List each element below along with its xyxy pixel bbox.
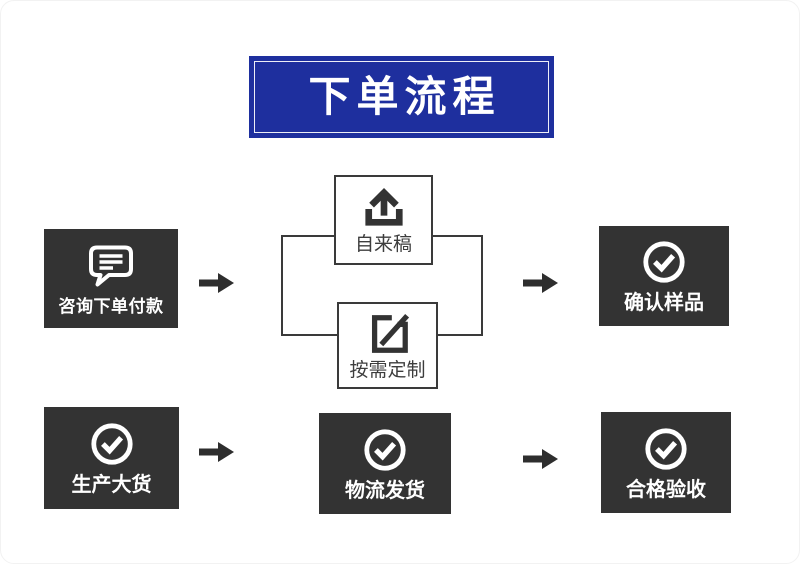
arrow-right-icon bbox=[523, 273, 558, 293]
step-label: 确认样品 bbox=[624, 292, 704, 314]
arrow-right-icon bbox=[199, 273, 234, 293]
step-shipping: 物流发货 bbox=[319, 413, 451, 514]
option-own-draft: 自来稿 bbox=[334, 175, 433, 265]
arrow-right-icon bbox=[523, 449, 558, 469]
step-label: 咨询下单付款 bbox=[58, 296, 164, 316]
option-custom-made: 按需定制 bbox=[337, 302, 438, 389]
option-label: 自来稿 bbox=[354, 233, 412, 255]
step-acceptance: 合格验收 bbox=[601, 412, 731, 513]
step-production: 生产大货 bbox=[44, 407, 179, 509]
step-label: 物流发货 bbox=[345, 479, 425, 502]
step-confirm-sample: 确认样品 bbox=[599, 226, 729, 326]
check-circle-icon bbox=[89, 421, 135, 467]
check-circle-icon bbox=[641, 239, 687, 285]
title-banner: 下单流程 bbox=[249, 56, 554, 138]
edit-icon bbox=[364, 311, 412, 355]
upload-icon bbox=[361, 187, 407, 229]
step-label: 生产大货 bbox=[71, 474, 152, 496]
check-circle-icon bbox=[362, 427, 408, 473]
step-consult-order-payment: 咨询下单付款 bbox=[44, 229, 178, 328]
arrow-right-icon bbox=[199, 442, 234, 462]
option-label: 按需定制 bbox=[349, 360, 426, 381]
chat-icon bbox=[85, 243, 137, 290]
step-label: 合格验收 bbox=[626, 478, 706, 501]
check-circle-icon bbox=[643, 426, 689, 472]
page-title: 下单流程 bbox=[308, 73, 501, 120]
